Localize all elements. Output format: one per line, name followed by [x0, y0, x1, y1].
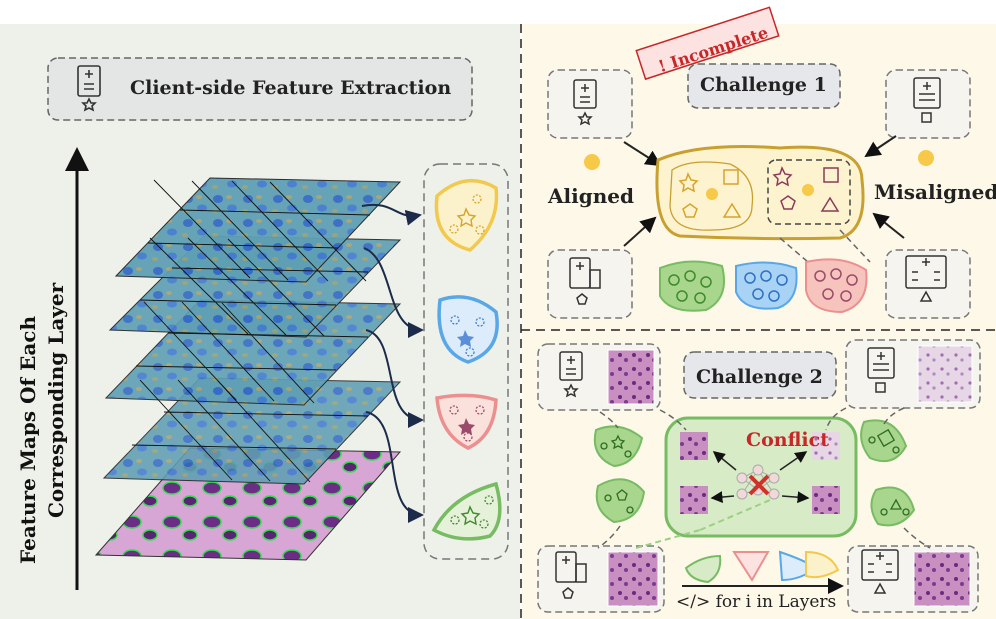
side-proto-square — [860, 419, 908, 462]
title-box — [47, 57, 473, 121]
client-slide-box-star — [537, 343, 661, 411]
prototype-blue — [437, 295, 499, 364]
client-box-square — [885, 69, 971, 139]
prototype-green — [431, 481, 502, 541]
incomplete-badge — [635, 6, 780, 81]
hospital-star-icon — [77, 65, 101, 112]
client-slide-box-triangle — [847, 545, 979, 613]
smile-emoji-icon — [584, 154, 600, 170]
axis-label-line1: Feature Maps Of Each — [16, 315, 40, 564]
patch-top-left — [680, 432, 708, 460]
layer-prototype-sequence — [684, 550, 840, 584]
left-title: Client-side Feature Extraction — [130, 77, 452, 99]
feature-map-layer-5 — [102, 377, 402, 485]
sad-emoji-icon — [918, 150, 934, 166]
patch-top-right — [812, 432, 840, 460]
prototype-red — [435, 393, 498, 450]
cluster-red — [805, 258, 868, 314]
patch-bottom-right — [812, 486, 840, 514]
prototype-container — [423, 163, 509, 560]
challenge2-title: Challenge 2 — [696, 366, 823, 388]
server-region — [664, 416, 858, 538]
client-slide-box-pentagon — [537, 545, 665, 613]
conflict-x-icon — [748, 474, 770, 496]
patch-bottom-left — [680, 486, 708, 514]
client-box-triangle — [885, 249, 971, 319]
conflict-label: Conflict — [746, 429, 829, 451]
loop-code-label: </> for i in Layers — [676, 592, 837, 612]
challenge1-title: Challenge 1 — [700, 74, 827, 96]
client-box-star — [547, 69, 633, 139]
client-slide-box-square — [845, 339, 981, 409]
axis-label-line2: Corresponding Layer — [44, 282, 68, 518]
misaligned-cluster — [767, 159, 851, 225]
cluster-blue — [735, 261, 798, 310]
feature-map-layer-2 — [114, 177, 402, 283]
aligned-emoji-icon — [706, 188, 718, 200]
misaligned-label: Misaligned — [874, 180, 996, 204]
challenge2-title-box — [683, 351, 837, 399]
prototype-yellow — [434, 178, 499, 252]
crying-emoji-icon — [802, 184, 814, 196]
feature-map-stack — [94, 177, 402, 561]
aligned-label: Aligned — [548, 184, 634, 208]
cluster-green — [659, 260, 725, 312]
client-box-pentagon — [547, 249, 633, 319]
challenge1-title-box — [687, 63, 841, 109]
